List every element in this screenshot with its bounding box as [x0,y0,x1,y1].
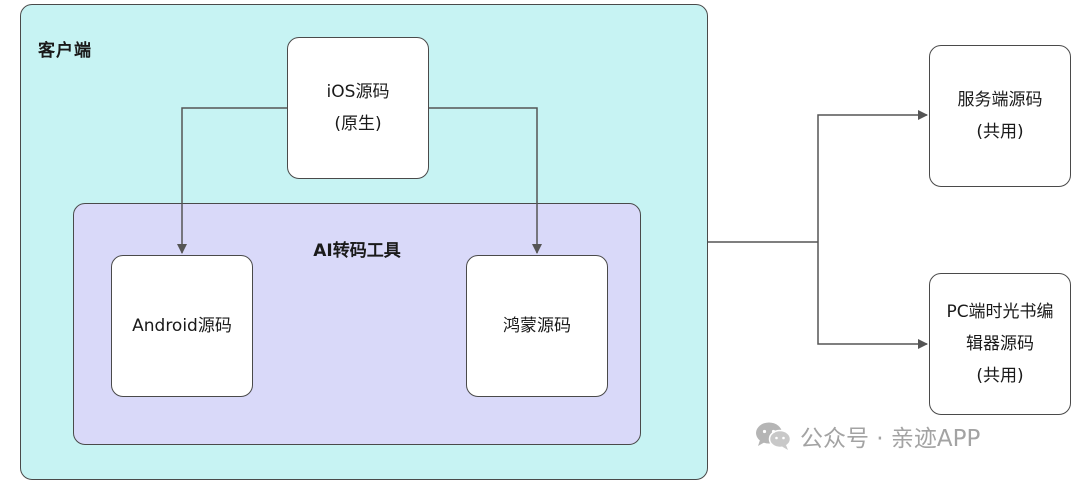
pc-editor-subtitle: (共用) [976,366,1024,386]
ios-source-title: iOS源码 [326,82,390,102]
ai-tool-label: AI转码工具 [313,241,401,261]
server-source-subtitle: (共用) [976,122,1024,142]
android-source-node: Android源码 [111,255,253,397]
pc-editor-title-line1: PC端时光书编 [946,302,1054,322]
watermark-text: 公众号 · 亲迹APP [800,426,981,452]
arrow-to-pc-editor [817,242,928,349]
wechat-icon [756,422,792,450]
pc-editor-title-line2: 辑器源码 [966,334,1034,354]
arrow-to-server [817,110,928,242]
harmony-source-title: 鸿蒙源码 [503,316,571,336]
ios-source-node: iOS源码 (原生) [287,37,429,179]
harmony-source-node: 鸿蒙源码 [466,255,608,397]
pc-editor-source-node: PC端时光书编 辑器源码 (共用) [929,273,1071,415]
android-source-title: Android源码 [132,316,232,336]
server-source-title: 服务端源码 [957,90,1043,110]
watermark: 公众号 · 亲迹APP [754,419,980,453]
ios-source-subtitle: (原生) [334,114,382,134]
server-source-node: 服务端源码 (共用) [929,45,1071,187]
client-group-label: 客户端 [38,41,92,61]
arrow-ios-to-harmony [429,107,542,254]
arrow-ios-to-android [177,107,287,254]
